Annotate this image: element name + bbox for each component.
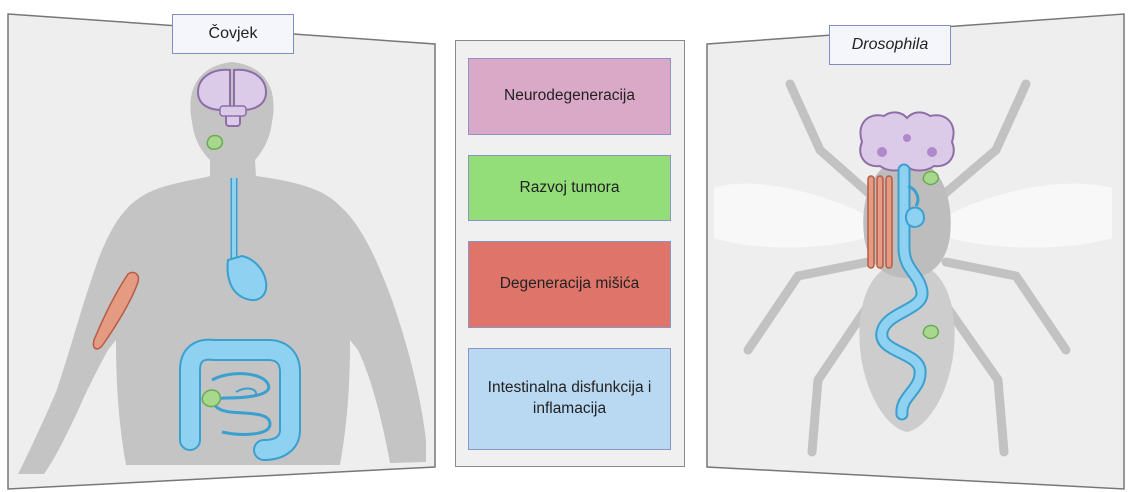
category-muscle-degeneration: Degeneracija mišića — [468, 241, 671, 328]
category-intestinal-dysfunction: Intestinalna disfunkcija i inflamacija — [468, 348, 671, 450]
human-panel-title: Čovjek — [172, 14, 294, 54]
fly-crop-sac — [906, 207, 924, 226]
human-tumor-neck — [207, 136, 222, 150]
category-tumor-development: Razvoj tumora — [468, 155, 671, 221]
fly-tumor-thorax — [923, 172, 938, 185]
fly-panel-title: Drosophila — [829, 25, 951, 65]
fly-muscles — [868, 176, 892, 268]
fly-tumor-abdomen — [923, 326, 938, 339]
category-neurodegeneration: Neurodegeneracija — [468, 58, 671, 135]
disease-categories-panel: Neurodegeneracija Razvoj tumora Degenera… — [455, 40, 685, 467]
human-tumor-intestine — [202, 390, 220, 407]
